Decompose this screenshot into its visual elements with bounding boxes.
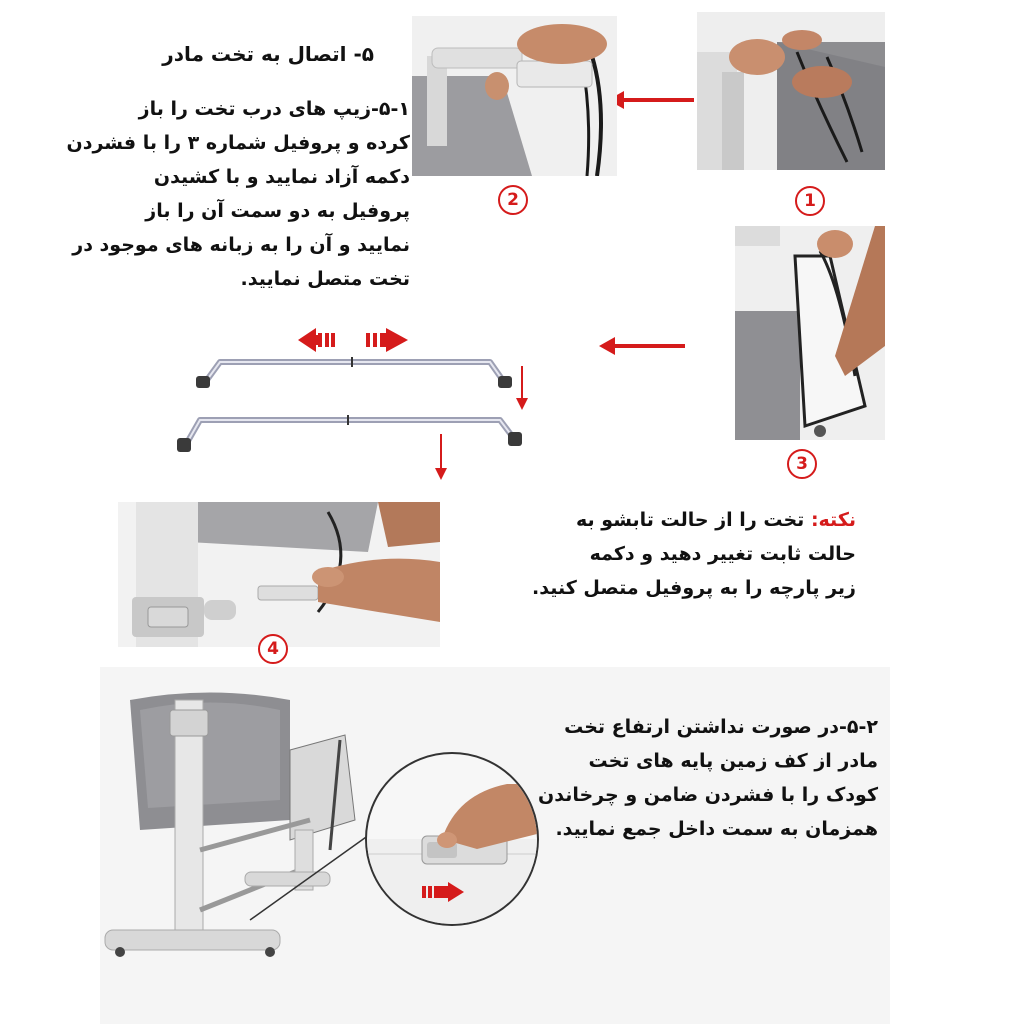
note-text: نکته: تخت را از حالت تابشو به حالت ثابت … [520, 503, 856, 605]
step-5-2-text: ۵-۲-در صورت نداشتن ارتفاع تخت مادر از کف… [538, 710, 878, 846]
step-5-1-line: پروفیل به دو سمت آن را باز [145, 200, 410, 222]
profile-bars-diagram [177, 328, 528, 480]
note-line: زیر پارچه را به پروفیل متصل کنید. [532, 577, 856, 599]
step-5-1-line: تخت متصل نمایید. [240, 268, 410, 290]
arrow-down-icon [516, 366, 528, 410]
step-5-1-text: ۵-۱-زیپ های درب تخت را باز کرده و پروفیل… [66, 92, 410, 296]
step-5-1-line: کرده و پروفیل شماره ۳ را با فشردن [66, 132, 410, 154]
step-5-1-line: دکمه آزاد نمایید و با کشیدن [153, 166, 410, 188]
note-line: تخت را از حالت تابشو به [576, 509, 805, 531]
arrow-left-icon [599, 337, 685, 355]
step-number-4: 4 [258, 634, 288, 664]
arrow-right-icon [422, 882, 464, 902]
note-label: نکته: [810, 509, 856, 531]
section-heading: ۵- اتصال به تخت مادر [162, 42, 374, 66]
step-5-1-line: ۵-۱-زیپ های درب تخت را باز [138, 98, 410, 120]
step-5-1-line: نمایید و آن را به زبانه های موجود در [72, 234, 410, 256]
step-number-3: 3 [787, 449, 817, 479]
step-number-1: 1 [795, 186, 825, 216]
arrow-right-icon [366, 328, 408, 352]
folding-legs-photo [100, 680, 400, 970]
step-3-photo [735, 226, 885, 440]
step-4-photo [118, 502, 440, 647]
step-number-2: 2 [498, 185, 528, 215]
step-5-2-line: کودک را با فشردن ضامن و چرخاندن [538, 784, 878, 806]
step-1-photo [697, 12, 885, 170]
note-line: حالت ثابت تغییر دهید و دکمه [589, 543, 856, 565]
arrow-left-icon [298, 328, 335, 352]
step-5-2-line: همزمان به سمت داخل جمع نمایید. [555, 818, 878, 840]
arrow-left-icon [608, 91, 694, 109]
step-5-2-line: ۵-۲-در صورت نداشتن ارتفاع تخت [564, 716, 878, 738]
step-5-2-line: مادر از کف زمین پایه های تخت [588, 750, 878, 772]
arrow-down-icon [435, 434, 447, 480]
step-2-photo [412, 16, 617, 176]
